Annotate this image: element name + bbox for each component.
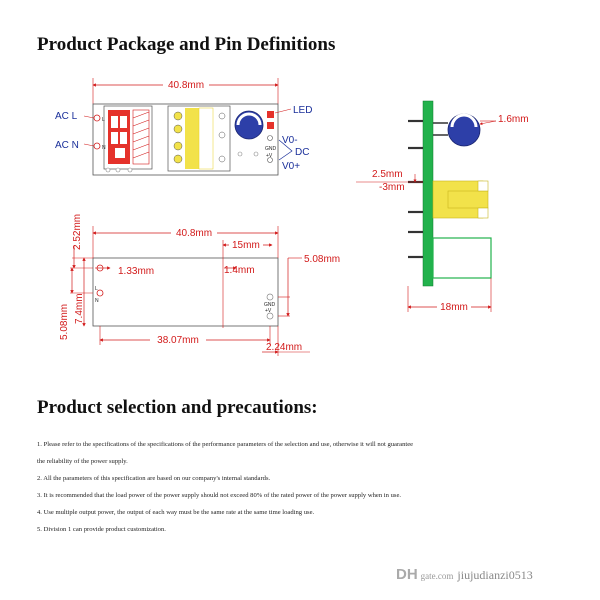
width-dim-label: 40.8mm xyxy=(168,80,204,91)
dim-1-4-label: 1.4mm xyxy=(224,265,255,276)
dim-2-24-label: 2.24mm xyxy=(266,342,302,353)
v-minus-label: V0- xyxy=(282,135,298,146)
transformer-core xyxy=(447,190,489,209)
leader-line xyxy=(274,108,292,114)
v-plus-label: V0+ xyxy=(282,161,300,172)
dim-label-bg xyxy=(437,300,471,312)
plus-v-pin-pad xyxy=(267,157,273,163)
watermark-logo: DH xyxy=(396,566,418,583)
pad xyxy=(218,155,226,163)
ac-l-pin-pad xyxy=(93,114,101,122)
gnd-mark: GND xyxy=(264,302,276,308)
pad xyxy=(218,131,226,139)
dim-3-label: -3mm xyxy=(379,182,405,193)
dim-2-5-label: 2.5mm xyxy=(372,169,403,180)
pad xyxy=(237,151,243,157)
dim-5-08-left-label: 5.08mm xyxy=(59,304,70,340)
pin-l-mark: L xyxy=(102,117,105,123)
led-indicator xyxy=(267,122,274,129)
precautions-list: 1. Please refer to the specifications of… xyxy=(37,436,587,538)
leader-line xyxy=(83,115,95,119)
dim-label-bg xyxy=(229,238,263,250)
pad xyxy=(115,167,121,173)
relay-window xyxy=(111,116,118,128)
pad xyxy=(253,151,259,157)
pin-n-mark: N xyxy=(95,298,99,304)
leader-line xyxy=(83,143,95,147)
pad xyxy=(173,141,183,151)
gnd-pin-pad xyxy=(266,293,274,301)
transformer-bobbin xyxy=(477,207,489,219)
fuse-component xyxy=(132,109,150,165)
pad xyxy=(173,124,183,134)
dim-label-bg xyxy=(171,226,217,238)
transformer-outline xyxy=(167,105,231,172)
module-outline xyxy=(92,257,279,327)
ac-n-pin-pad xyxy=(93,142,101,150)
capacitor-side xyxy=(447,113,481,147)
transformer-bobbin xyxy=(198,107,214,170)
relay-window xyxy=(120,116,127,128)
plus-v-pin-pad xyxy=(266,312,274,320)
gnd-pin-pad xyxy=(267,135,273,141)
led-label: LED xyxy=(293,105,312,116)
pad xyxy=(105,167,111,173)
side-view: 1.6mm 2.5mm -3mm 18mm xyxy=(356,100,529,313)
watermark-shop: jiujudianzi0513 xyxy=(457,568,533,582)
ac-n-label: AC N xyxy=(55,140,79,151)
pad xyxy=(127,167,133,173)
pad xyxy=(173,111,183,121)
gnd-mark: GND xyxy=(265,146,277,152)
pcb-board xyxy=(422,100,434,287)
dim-1-6-arrow xyxy=(479,120,497,126)
dim-5-08-right-label: 5.08mm xyxy=(304,254,340,265)
width-dim-label: 40.8mm xyxy=(176,228,212,239)
note-line: 3. It is recommended that the load power… xyxy=(37,492,402,499)
pin-n-mark: N xyxy=(102,145,106,151)
dim-1-6-label: 1.6mm xyxy=(498,114,529,125)
dim-1-33-label: 1.33mm xyxy=(118,266,154,277)
note-line: the reliability of the power supply. xyxy=(37,458,128,465)
note-line: 5. Division 1 can provide product custom… xyxy=(37,526,166,533)
relay-side xyxy=(432,237,492,279)
pad xyxy=(173,154,183,164)
dim-15-label: 15mm xyxy=(232,240,260,251)
relay-window xyxy=(115,148,125,158)
dim-label-bg xyxy=(163,78,209,90)
capacitor-marking xyxy=(236,112,262,126)
plus-v-mark: +V xyxy=(265,308,272,314)
dim-label-bg xyxy=(150,333,206,345)
watermark-site: gate.com xyxy=(420,571,454,581)
capacitor-marking xyxy=(450,113,478,128)
dim-38-07-label: 38.07mm xyxy=(157,335,199,346)
pin-l-mark: L xyxy=(95,286,98,292)
dim-18-label: 18mm xyxy=(440,302,468,313)
note-line: 4. Use multiple output power, the output… xyxy=(37,509,315,516)
relay-window xyxy=(111,132,118,144)
top-view: 40.8mm L N xyxy=(55,78,312,176)
selection-title: Product selection and precautions: xyxy=(37,397,318,418)
dim-7-4-label: 7.4mm xyxy=(74,293,85,324)
fuse-hatching xyxy=(132,111,150,159)
height-top-label: 2.52mm xyxy=(72,214,83,250)
transformer-bobbin xyxy=(477,180,489,192)
pad xyxy=(218,112,226,120)
note-line: 2. All the parameters of this specificat… xyxy=(37,475,271,482)
plus-v-mark: +V xyxy=(266,153,273,159)
dc-label: DC xyxy=(295,147,309,158)
bottom-view: 40.8mm 15mm L N GND +V 1.33mm 1.4mm 5.08… xyxy=(59,214,340,356)
package-title: Product Package and Pin Definitions xyxy=(37,34,336,55)
note-line: 1. Please refer to the specifications of… xyxy=(37,441,414,448)
ac-l-label: AC L xyxy=(55,111,78,122)
n-pin-pad xyxy=(96,289,104,297)
relay-window xyxy=(120,132,127,144)
dc-bracket xyxy=(278,139,293,161)
led-indicator xyxy=(267,111,274,118)
